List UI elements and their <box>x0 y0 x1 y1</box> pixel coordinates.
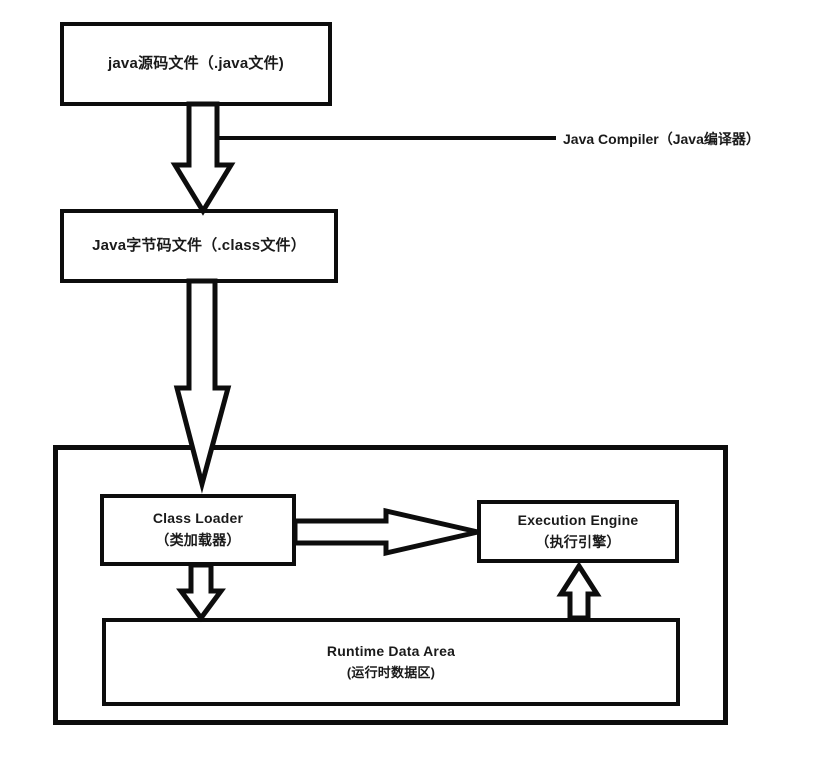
node-runtime-data-area[interactable]: Runtime Data Area (运行时数据区) <box>102 618 680 706</box>
node-execution-engine-label-en: Execution Engine <box>517 511 639 528</box>
node-class-loader-label-zh: （类加载器） <box>155 532 241 548</box>
node-runtime-data-area-label-zh: (运行时数据区) <box>346 664 436 680</box>
node-execution-engine-label-zh: （执行引擎） <box>535 533 621 550</box>
node-execution-engine[interactable]: Execution Engine （执行引擎） <box>477 500 679 563</box>
node-runtime-data-area-label-en: Runtime Data Area <box>326 643 456 660</box>
classloader-to-runtimedata-arrow[interactable] <box>176 562 226 623</box>
node-java-source-file[interactable]: java源码文件（.java文件) <box>60 22 332 106</box>
source-to-bytecode-arrow[interactable] <box>170 101 236 216</box>
classloader-to-executionengine-arrow[interactable] <box>292 507 479 557</box>
bytecode-to-classloader-arrow[interactable] <box>173 278 232 494</box>
runtimedata-to-executionengine-arrow[interactable] <box>556 561 602 621</box>
label-java-compiler: Java Compiler（Java编译器） <box>563 131 760 147</box>
node-class-loader-label-en: Class Loader <box>152 510 244 527</box>
node-java-bytecode-file-label: Java字节码文件（.class文件） <box>92 237 306 255</box>
node-java-source-file-label: java源码文件（.java文件) <box>108 55 284 73</box>
